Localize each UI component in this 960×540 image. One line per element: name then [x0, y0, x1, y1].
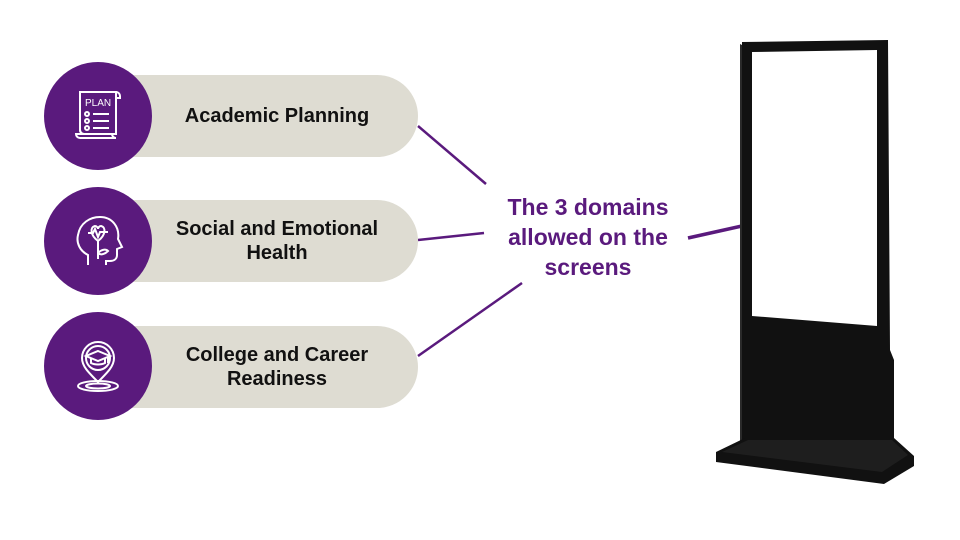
domain-label-line: Academic Planning: [184, 105, 370, 127]
domain-icon-circle-academic: PLAN: [44, 62, 152, 170]
head-heart-icon: [76, 215, 124, 265]
kiosk-display: [716, 40, 914, 484]
center-label-line: The 3 domains: [507, 194, 669, 220]
svg-text:PLAN: PLAN: [85, 98, 111, 109]
domain-pill-social: Social and Emotional Health: [96, 200, 418, 282]
domain-label-line: Social and Emotional: [175, 218, 379, 240]
plan-document-icon: PLAN: [74, 91, 121, 139]
connector-line-social: [417, 231, 485, 242]
center-label: The 3 domains allowed on the screens: [478, 192, 698, 282]
center-label-line: allowed on the: [508, 224, 668, 250]
graduation-cap-pin-icon: [77, 341, 119, 392]
domain-label-line: College and Career: [185, 344, 369, 366]
center-label-line: screens: [544, 254, 632, 280]
domain-label-line: Readiness: [226, 368, 328, 390]
domain-icon-circle-college: [44, 312, 152, 420]
connector-line-academic: [417, 125, 487, 185]
kiosk-base-top: [722, 440, 908, 472]
kiosk-screen: [752, 50, 877, 326]
domain-icon-circle-social: [44, 187, 152, 295]
domain-label-line: Health: [246, 242, 308, 264]
connector-line-college: [417, 281, 523, 358]
